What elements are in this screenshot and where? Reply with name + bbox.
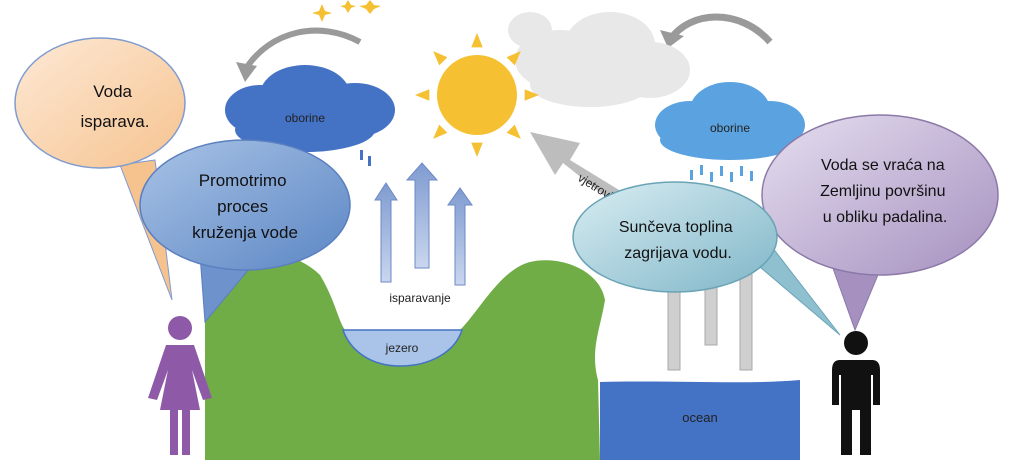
svg-text:Sunčeva toplina zagrijava: Sunčeva toplina zagrijava vodu. — [619, 219, 737, 262]
sun-ray — [506, 124, 521, 139]
sun-ray — [433, 124, 448, 139]
sun-ray — [433, 51, 448, 66]
ocean-label: ocean — [682, 410, 717, 425]
speech-bubble-purple — [761, 114, 999, 332]
bubble-text: Voda — [93, 82, 132, 101]
bubble-text: isparava. — [81, 112, 150, 131]
person-left-icon — [148, 316, 212, 455]
bubble-text: u obliku padalina. — [823, 209, 948, 226]
cloud-right — [655, 82, 805, 160]
bubble-text: kruženja vode — [192, 223, 298, 242]
sun-ray — [471, 33, 483, 48]
star-icons — [312, 0, 381, 22]
svg-text:Voda se vraća na Zemljinu: Voda se vraća na Zemljinu površinu u obl… — [820, 157, 950, 226]
evaporation-label: isparavanje — [389, 291, 451, 305]
bubble-text: proces — [217, 197, 268, 216]
speech-bubble-sun — [572, 181, 841, 336]
bubble-text: Promotrimo — [199, 171, 287, 190]
sun-ray — [506, 51, 521, 66]
evaporation-arrows — [374, 162, 473, 286]
sun-ray — [524, 89, 539, 101]
lake — [341, 329, 464, 367]
rain-drops — [690, 165, 753, 182]
bubble-text: Zemljinu površinu — [820, 183, 945, 200]
curved-arrow-left — [242, 27, 362, 72]
bubble-text: Sunčeva toplina — [619, 219, 733, 236]
svg-text:Voda isparava.: Voda isparava. — [81, 82, 150, 131]
gray-cloud — [508, 12, 690, 107]
person-right-icon — [832, 331, 880, 455]
svg-text:Promotrimo proces kruž: Promotrimo proces kruženja vode — [192, 171, 298, 242]
cloud-right-label: oborine — [710, 121, 750, 135]
bubble-text: zagrijava vodu. — [624, 245, 732, 262]
ocean — [600, 380, 800, 460]
bubble-text: Voda se vraća na — [821, 157, 945, 174]
sun-ray — [471, 142, 483, 157]
speech-bubble-intro — [139, 139, 351, 324]
cloud-left — [225, 65, 395, 152]
sun-ray — [415, 89, 430, 101]
sun-icon — [415, 33, 539, 157]
cloud-left-label: oborine — [285, 111, 325, 125]
curved-arrow-right — [667, 13, 773, 45]
lake-label: jezero — [385, 341, 419, 355]
